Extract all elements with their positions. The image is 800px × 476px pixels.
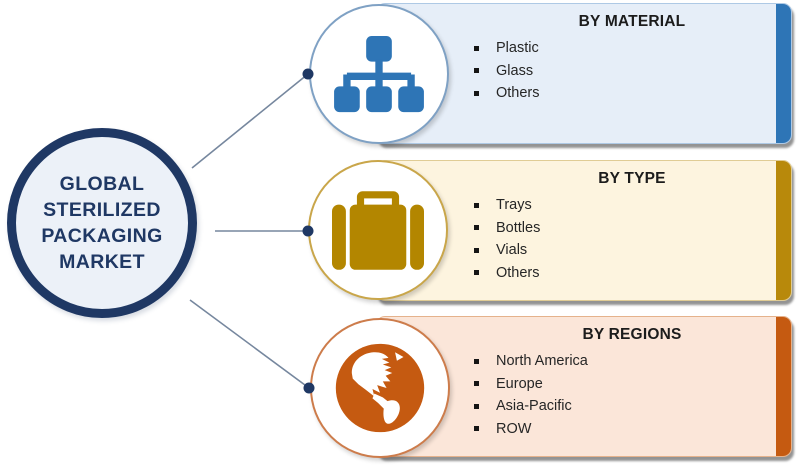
panel-header-by-material: BY MATERIAL xyxy=(578,13,686,30)
bullet-square-icon xyxy=(474,202,479,208)
list-item-label: North America xyxy=(496,353,588,370)
panel-by-regions: BY REGIONS North America Europe Asia-Pac… xyxy=(376,316,792,457)
bullet-square-icon xyxy=(474,225,479,231)
panel-accent-bar xyxy=(776,317,791,456)
list-item-label: Glass xyxy=(496,62,534,79)
list-item: ROW xyxy=(474,418,791,441)
material-icon-circle xyxy=(309,4,449,144)
bullet-square-icon xyxy=(474,247,479,253)
list-item-label: Bottles xyxy=(496,219,541,236)
list-item: Glass xyxy=(474,60,791,83)
market-title: GLOBAL STERILIZED PACKAGING MARKET xyxy=(41,173,163,273)
list-item-label: Trays xyxy=(496,197,532,214)
globe-icon xyxy=(335,343,425,433)
list-item-label: Others xyxy=(496,85,540,102)
bullet-square-icon xyxy=(474,45,479,51)
material-list: Plastic Glass Others xyxy=(377,37,791,105)
regions-list: North America Europe Asia-Pacific ROW xyxy=(377,350,791,440)
regions-icon-circle xyxy=(310,318,450,458)
list-item-label: Others xyxy=(496,264,540,281)
panel-accent-bar xyxy=(776,161,791,300)
list-item: North America xyxy=(474,350,791,373)
panel-by-type: BY TYPE Trays Bottles Vials Others xyxy=(376,160,792,301)
list-item: Europe xyxy=(474,373,791,396)
panel-accent-bar xyxy=(776,4,791,143)
bullet-square-icon xyxy=(474,270,479,276)
list-item-label: Plastic xyxy=(496,40,539,57)
bullet-square-icon xyxy=(474,381,479,387)
list-item: Asia-Pacific xyxy=(474,395,791,418)
list-item: Bottles xyxy=(474,217,791,240)
list-item-label: Europe xyxy=(496,375,543,392)
bullet-square-icon xyxy=(474,68,479,74)
list-item: Trays xyxy=(474,194,791,217)
panel-header-by-type: BY TYPE xyxy=(598,170,666,187)
briefcase-icon xyxy=(332,190,424,270)
hierarchy-icon xyxy=(334,35,424,112)
bullet-square-icon xyxy=(474,403,479,409)
list-item: Plastic xyxy=(474,37,791,60)
list-item: Others xyxy=(474,262,791,285)
bullet-square-icon xyxy=(474,358,479,364)
list-item: Others xyxy=(474,82,791,105)
panel-header-by-regions: BY REGIONS xyxy=(582,326,682,343)
list-item-label: ROW xyxy=(496,420,532,437)
list-item-label: Vials xyxy=(496,242,528,259)
list-item-label: Asia-Pacific xyxy=(496,398,572,415)
type-icon-circle xyxy=(308,160,448,300)
bullet-square-icon xyxy=(474,90,479,96)
bullet-square-icon xyxy=(474,426,479,432)
market-title-circle: GLOBAL STERILIZED PACKAGING MARKET xyxy=(7,128,197,318)
list-item: Vials xyxy=(474,239,791,262)
type-list: Trays Bottles Vials Others xyxy=(377,194,791,284)
